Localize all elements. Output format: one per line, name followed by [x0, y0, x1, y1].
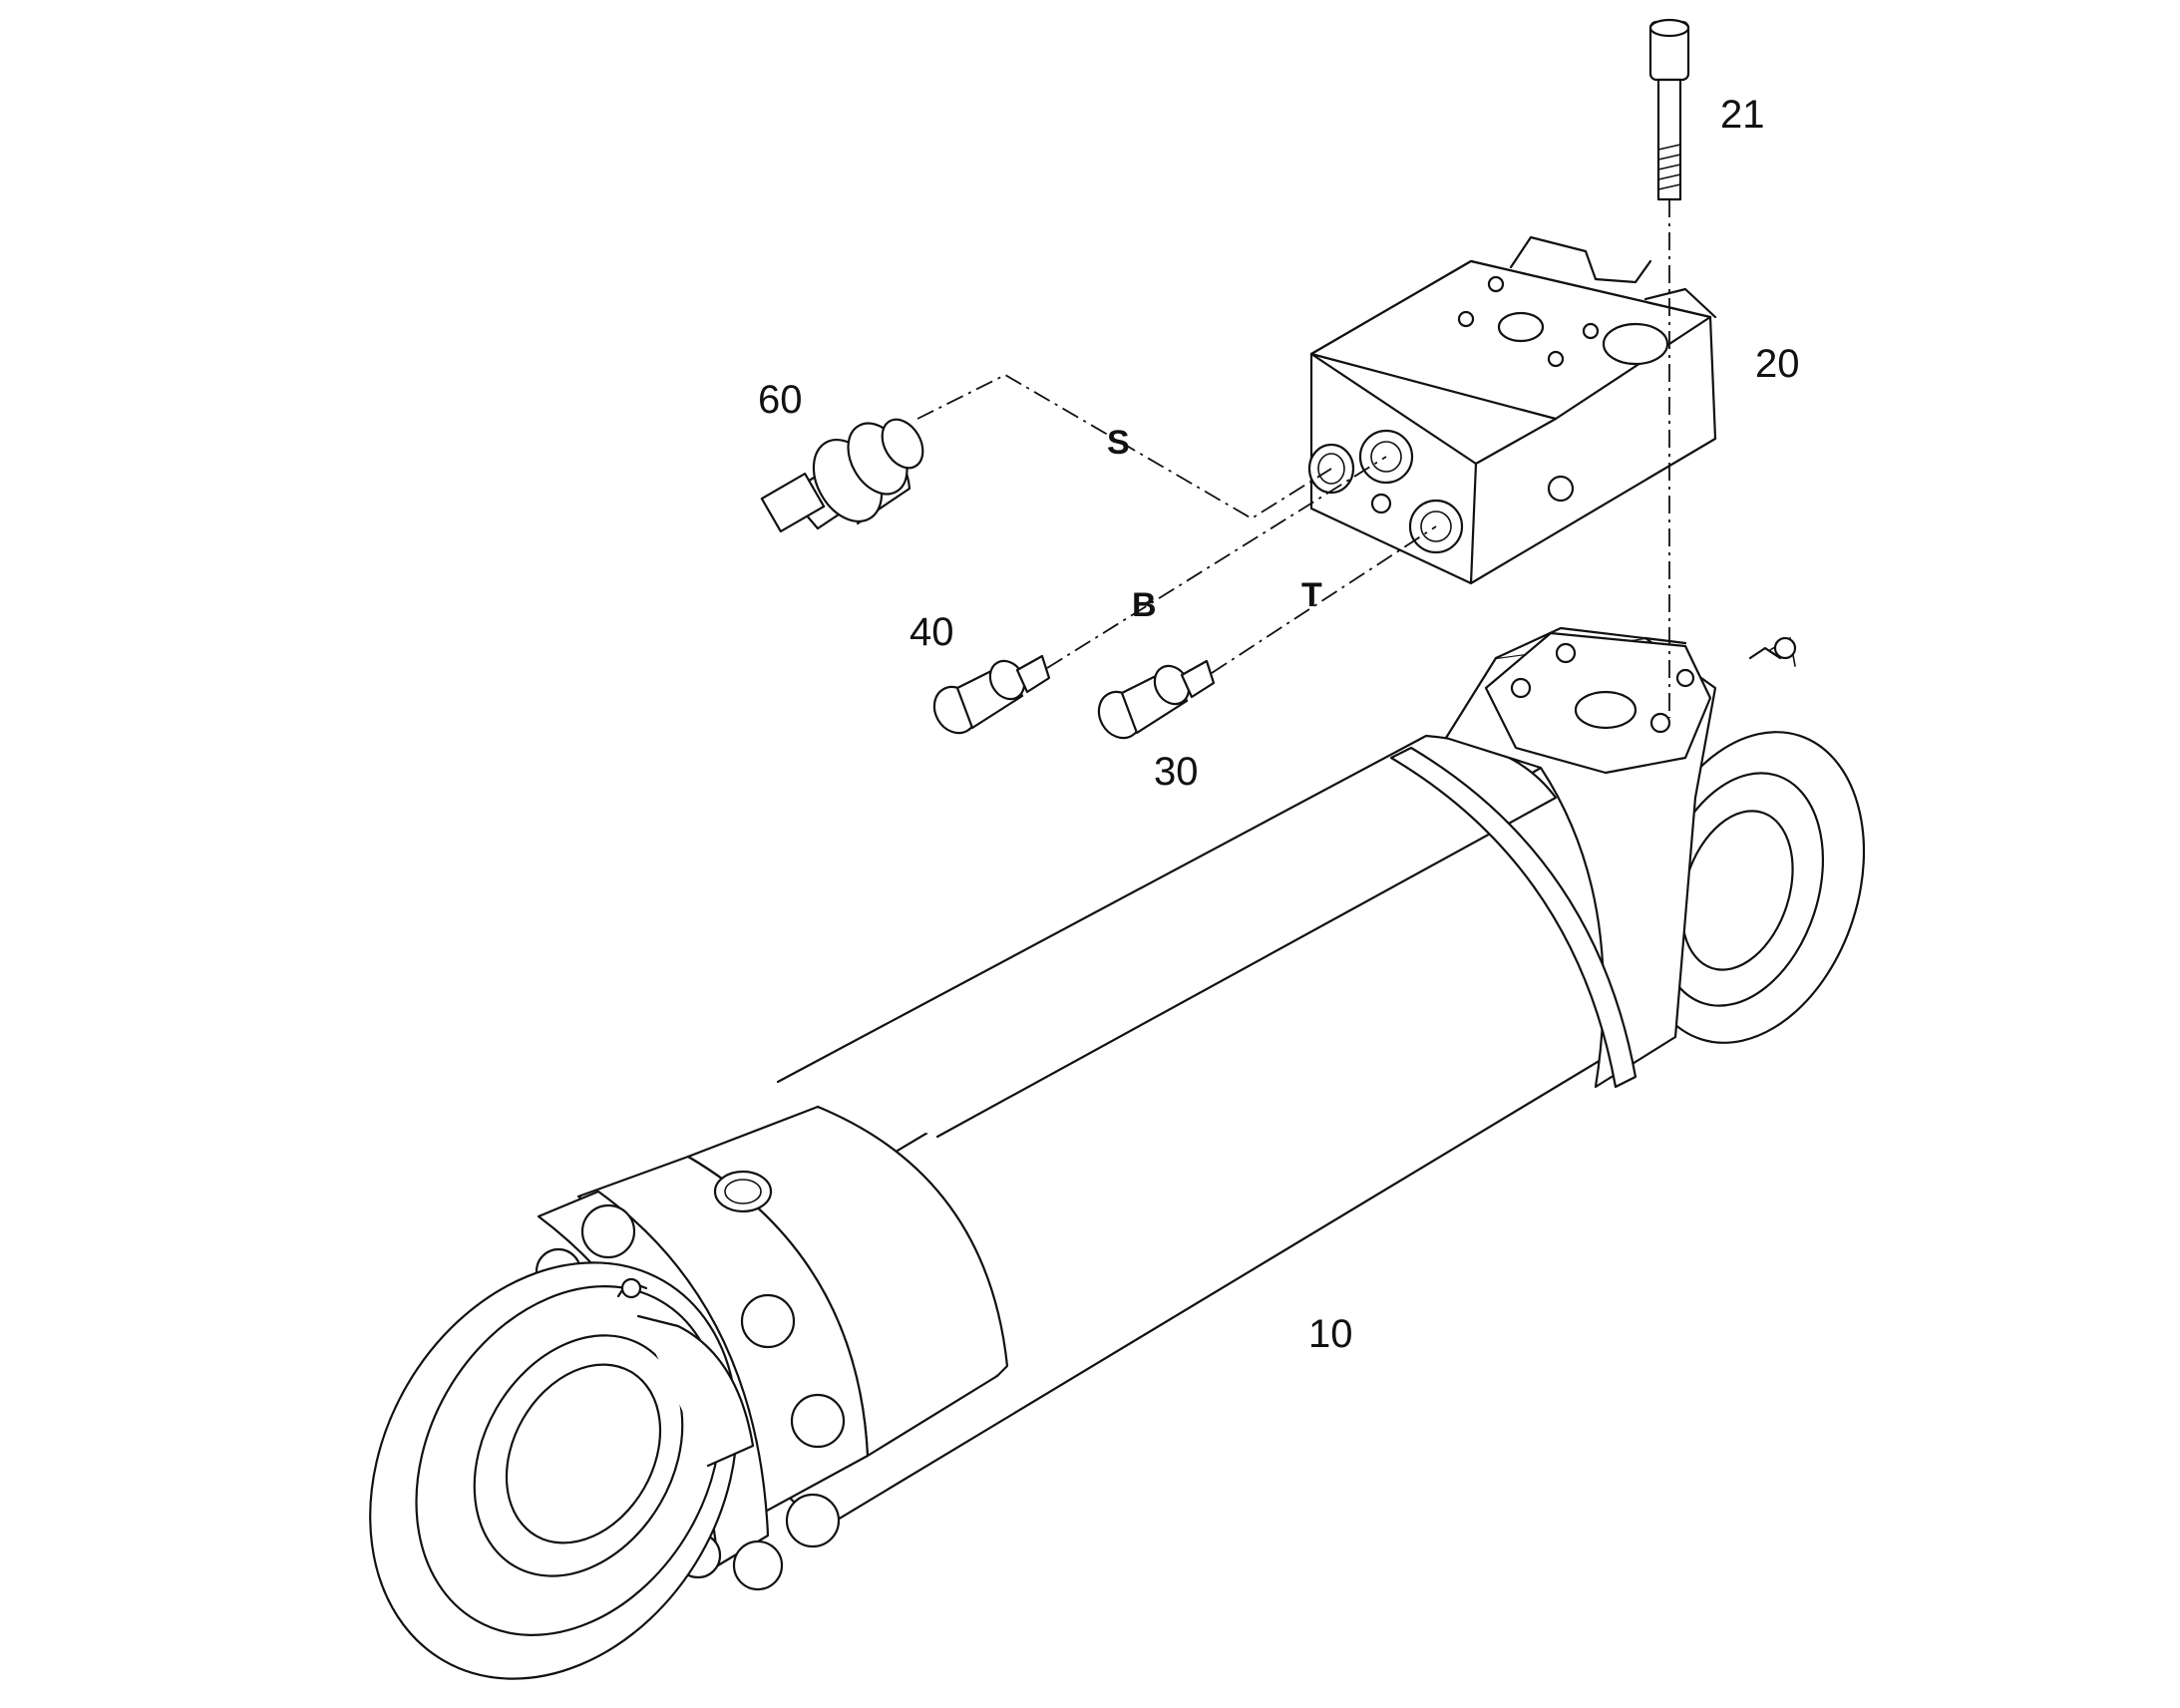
valve-block — [1307, 235, 1717, 585]
front-rod-eye — [369, 1261, 755, 1680]
flange-bolts — [535, 1203, 846, 1591]
socket-head-bolt — [1648, 18, 1690, 201]
front-gland — [537, 1105, 1009, 1567]
callout-60: 60 — [758, 378, 803, 422]
fitting-30 — [1097, 659, 1216, 740]
assembly-center-lines — [916, 199, 1670, 718]
rear-head-block — [1444, 626, 1717, 1089]
grease-nipple — [1748, 646, 1782, 660]
callout-30: 30 — [1154, 750, 1199, 794]
port-label-b: B — [1132, 586, 1157, 624]
callout-20: 20 — [1755, 342, 1800, 386]
pressure-sensor — [760, 418, 924, 533]
port-label-t: T — [1301, 576, 1322, 614]
callout-21: 21 — [1720, 93, 1765, 137]
callout-40: 40 — [909, 610, 954, 654]
callout-10: 10 — [1308, 1312, 1353, 1356]
hydraulic-cylinder — [369, 626, 1866, 1680]
fitting-40 — [932, 654, 1051, 735]
port-label-s: S — [1107, 424, 1130, 462]
